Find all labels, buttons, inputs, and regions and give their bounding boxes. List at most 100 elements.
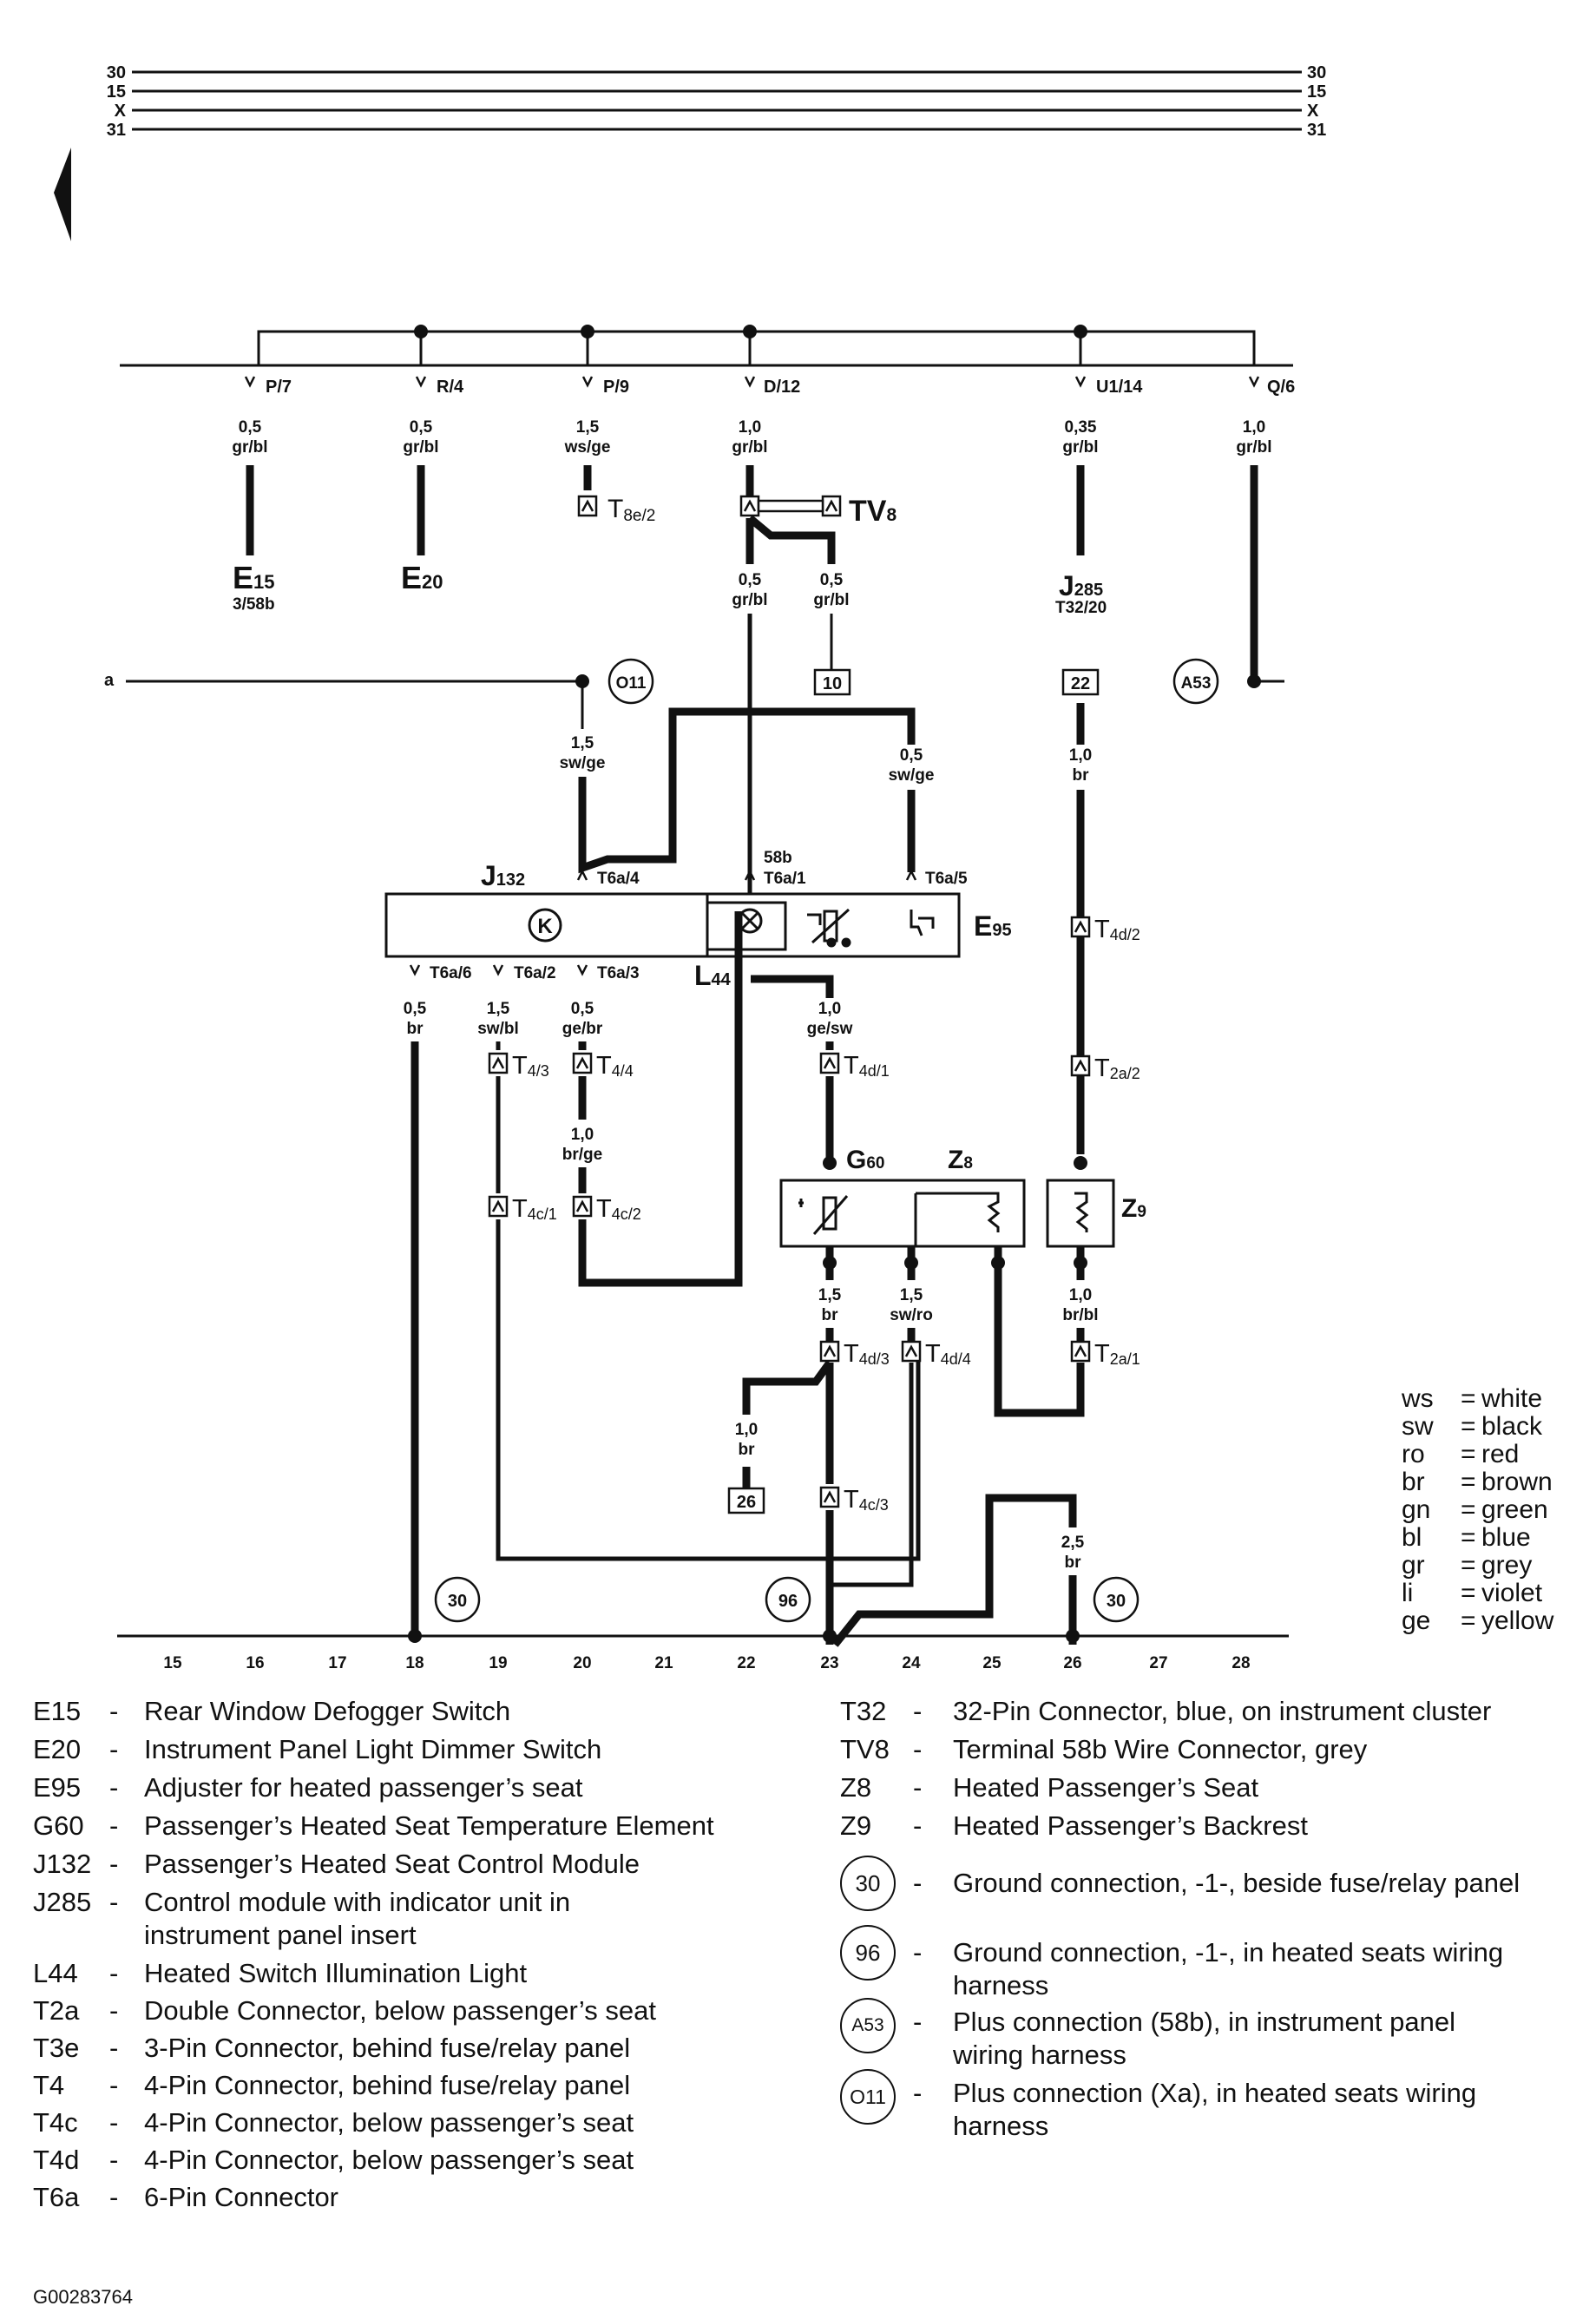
- svg-text:27: 27: [1149, 1654, 1167, 1672]
- t4d-2-label: T4d/2: [1094, 916, 1140, 943]
- wire-color-u1-14: gr/bl: [1062, 438, 1098, 457]
- rheostat-icon: [807, 908, 851, 948]
- t4c-1-label: T4c/1: [512, 1195, 557, 1223]
- w-z8-color: sw/ro: [890, 1306, 933, 1324]
- wire-color-p7: gr/bl: [232, 438, 267, 457]
- pin-d12: D/12: [764, 378, 800, 397]
- t6a4-label: T6a/4: [597, 870, 640, 888]
- circle-a53-label: A53: [1181, 674, 1212, 693]
- pin-q6: Q/6: [1267, 378, 1295, 397]
- t2a-2-label: T2a/2: [1094, 1054, 1140, 1082]
- pin-u1-14: U1/14: [1096, 378, 1143, 397]
- g60-z8-box: [779, 1179, 1026, 1248]
- rail-30-right: 30: [1307, 63, 1326, 82]
- t6a2-label: T6a/2: [514, 964, 556, 982]
- t4-3-label: T4/3: [512, 1052, 549, 1080]
- w-gnd-color: br: [1065, 1554, 1082, 1572]
- tv8-wire-b-size: 0,5: [820, 571, 844, 589]
- box-26-label: 26: [737, 1493, 756, 1512]
- w-z8-size: 1,5: [900, 1286, 923, 1304]
- t4c-2-label: T4c/2: [596, 1195, 641, 1223]
- box-22-label: 22: [1071, 674, 1090, 693]
- circle-o11-label: O11: [616, 674, 647, 693]
- ground-circle-30-left: 30: [434, 1576, 481, 1623]
- pin-p9: P/9: [603, 378, 629, 397]
- supply-rails: [132, 70, 1302, 131]
- w-l44-size: 1,0: [818, 1000, 841, 1018]
- tv8-label: TV8: [849, 495, 897, 528]
- w-t6a3-size: 0,5: [571, 1000, 594, 1018]
- wire-size-q6: 1,0: [1243, 418, 1265, 437]
- temperature-element-icon: [798, 1195, 849, 1235]
- w-z9-size: 1,0: [1069, 1286, 1092, 1304]
- wire-color-d12: gr/bl: [732, 438, 767, 457]
- svg-text:22: 22: [737, 1654, 755, 1672]
- wire-size-r4: 0,5: [410, 418, 433, 437]
- box-10: [813, 668, 851, 696]
- t6a1-top-label: 58b: [764, 849, 792, 867]
- circle-o11: [608, 658, 654, 705]
- svg-text:23: 23: [820, 1654, 838, 1672]
- e15-note: 3/58b: [233, 595, 275, 614]
- junction-dots: [414, 325, 1087, 338]
- j132-label: J132: [481, 860, 525, 891]
- rail-x-left: X: [115, 102, 127, 121]
- legend-circle-a53: A53: [840, 1998, 896, 2053]
- legend-circle-o11: O11: [840, 2069, 896, 2125]
- w-t6a2-size: 1,5: [487, 1000, 510, 1018]
- w-26-size: 1,0: [735, 1421, 758, 1439]
- svg-text:26: 26: [1063, 1654, 1081, 1672]
- w-t44-color: br/ge: [562, 1146, 602, 1164]
- rail-31-right: 31: [1307, 121, 1326, 140]
- w-t44-size: 1,0: [571, 1126, 594, 1144]
- w-t6a3-color: ge/br: [562, 1020, 603, 1038]
- g60-label: G60: [846, 1146, 884, 1174]
- rail-30-left: 30: [107, 63, 126, 82]
- circle-a53: [1172, 658, 1219, 705]
- t4d-1-label: T4d/1: [844, 1052, 890, 1080]
- t6a5-label: T6a/5: [925, 870, 968, 888]
- tv8-wire-a-color: gr/bl: [732, 591, 767, 609]
- tv8-connector: [739, 495, 842, 517]
- svg-text:18: 18: [405, 1654, 424, 1672]
- component-legend-left: E15-Rear Window Defogger Switch E20-Inst…: [33, 1696, 714, 2212]
- w-t6a6-color: br: [407, 1020, 424, 1038]
- tv8-wire-b-color: gr/bl: [813, 591, 849, 609]
- t8e-label: T8e/2: [608, 495, 655, 525]
- t6a3-label: T6a/3: [597, 964, 640, 982]
- w-t6a6-size: 0,5: [404, 1000, 427, 1018]
- z9-label: Z9: [1121, 1194, 1146, 1223]
- input-a-label: a: [104, 671, 115, 690]
- rail-x-right: X: [1307, 102, 1319, 121]
- t4-4-label: T4/4: [596, 1052, 634, 1080]
- j285-label: J285: [1059, 570, 1103, 601]
- k-symbol-label: K: [537, 915, 553, 938]
- svg-text:25: 25: [982, 1654, 1002, 1672]
- box-22: [1061, 668, 1100, 696]
- z8-label: Z8: [948, 1146, 973, 1174]
- svg-text:19: 19: [489, 1654, 507, 1672]
- wire-size-u1-14: 0,35: [1065, 418, 1097, 437]
- svg-text:28: 28: [1231, 1654, 1250, 1672]
- e95-in-size: 0,5: [900, 746, 923, 765]
- svg-text:16: 16: [246, 1654, 264, 1672]
- ground-circle-96: 96: [765, 1576, 811, 1623]
- t6a6-label: T6a/6: [430, 964, 472, 982]
- svg-text:17: 17: [328, 1654, 346, 1672]
- svg-text:30: 30: [448, 1592, 467, 1611]
- l44-label: L44: [694, 960, 732, 991]
- w-g60-color: br: [822, 1306, 839, 1324]
- w-26-color: br: [739, 1441, 756, 1459]
- t4d-3-label: T4d/3: [844, 1340, 890, 1368]
- svg-text:15: 15: [163, 1654, 182, 1672]
- wire-size-d12: 1,0: [739, 418, 761, 437]
- rail-15-left: 15: [107, 82, 126, 102]
- svg-text:20: 20: [573, 1654, 591, 1672]
- w-t6a2-color: sw/bl: [477, 1020, 519, 1038]
- z9-box: [1046, 1179, 1115, 1248]
- ground-circle-30-right: 30: [1093, 1576, 1140, 1623]
- j285-out-size: 1,0: [1069, 746, 1092, 765]
- color-code-legend: ws=white sw=black ro=red br=brown gn=gre…: [1402, 1384, 1554, 1635]
- document-id: G00283764: [33, 2286, 133, 2308]
